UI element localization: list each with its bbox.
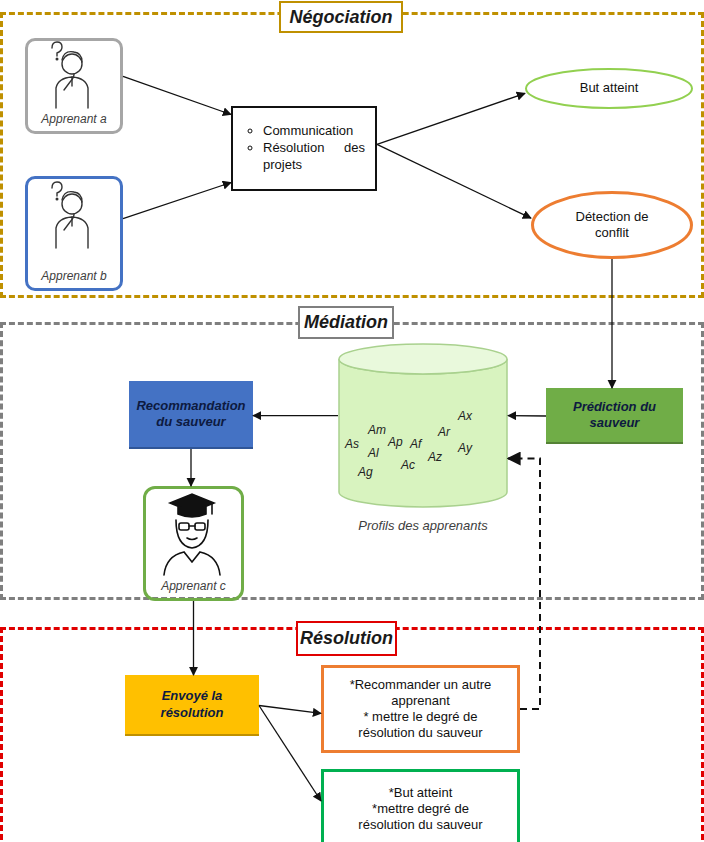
text-area: But atteint — [525, 68, 693, 109]
node-text: Ac — [401, 458, 415, 472]
node-text: As — [345, 437, 359, 451]
bullet-list: CommunicationRésolution des projets — [233, 123, 375, 174]
node-text: But atteint — [580, 80, 639, 96]
text-area: Apprenant b — [28, 179, 120, 288]
learner-figure — [52, 42, 88, 108]
connector-arrow — [190, 449, 191, 486]
connector-arrow — [377, 144, 531, 218]
text-area: Apprenant a — [28, 41, 120, 131]
bullet-item: Résolution des projets — [263, 140, 365, 174]
learner-figure — [52, 182, 88, 248]
node-text: Ar — [438, 425, 450, 439]
node-text: Détection de conflit — [562, 209, 662, 242]
process-box: Envoyé la résolution — [125, 675, 259, 736]
text-area: Prédiction du sauveur — [546, 388, 683, 442]
learner-box: Apprenant a — [25, 38, 123, 134]
node-text: Envoyé la résolution — [137, 688, 247, 721]
process-box: Prédiction du sauveur — [546, 388, 683, 444]
phase-title: Résolution — [296, 621, 397, 656]
node-text: Prédiction du sauveur — [555, 399, 675, 432]
phase-band: MédiationRecommandation du sauveurAxAmAr… — [0, 322, 704, 600]
database-cylinder: AxAmArAsApAfAyAlAzAcAgProfils des appren… — [338, 343, 508, 508]
learner-box: Apprenant b — [25, 176, 123, 291]
phase-band: NégociationApprenant aApprenant bCommuni… — [0, 12, 704, 298]
text-area: *But atteint*mettre degré de résolution … — [324, 772, 517, 842]
text-area: Recommandation du sauveur — [129, 381, 253, 447]
node-text: Ay — [458, 441, 472, 455]
text-area: Détection de conflit — [531, 191, 693, 259]
learner-box: Apprenant c — [143, 486, 244, 601]
node-text: Apprenant a — [41, 112, 106, 127]
process-box: CommunicationRésolution des projets — [231, 106, 377, 191]
store-caption: Profils des apprenants — [318, 518, 528, 533]
connector-arrow — [508, 415, 546, 417]
node-text: Apprenant c — [161, 579, 226, 594]
node-text: *Recommander un autre apprenant — [335, 677, 507, 710]
connector-arrow — [253, 415, 338, 416]
node-text: Recommandation du sauveur — [132, 398, 250, 431]
node-text: Al — [368, 446, 379, 460]
node-text: Ag — [358, 465, 373, 479]
cylinder-shape — [338, 343, 508, 508]
node-text: * mettre le degré de résolution du sauve… — [335, 709, 507, 742]
connector-arrow — [259, 706, 321, 714]
node-text: Communication — [263, 123, 353, 138]
phase-title: Négociation — [279, 1, 403, 33]
node-text: *But atteint — [389, 785, 453, 801]
text-area: Apprenant c — [146, 489, 241, 598]
node-text: Ap — [388, 435, 403, 449]
node-text: Résolution des projets — [263, 140, 365, 172]
node-text: Apprenant b — [41, 269, 106, 284]
connector-arrow — [123, 183, 231, 219]
node-text: Am — [368, 423, 386, 437]
node-text: Ax — [458, 409, 472, 423]
node-text: Af — [410, 437, 421, 451]
outcome-box: *Recommander un autre apprenant* mettre … — [321, 665, 520, 753]
connector-arrow — [259, 706, 321, 802]
graduate-figure — [164, 494, 220, 575]
text-area: Envoyé la résolution — [125, 675, 259, 734]
phase-title: Médiation — [298, 306, 394, 339]
node-text: *mettre degré de résolution du sauveur — [346, 801, 496, 834]
conflict-ellipse: Détection de conflit — [531, 191, 693, 259]
bullet-item: Communication — [263, 123, 365, 140]
goal-ellipse: But atteint — [525, 68, 693, 109]
node-text: Az — [428, 450, 442, 464]
connector-arrow — [123, 76, 231, 114]
connector-arrow — [193, 601, 194, 675]
outcome-box: *But atteint*mettre degré de résolution … — [321, 769, 520, 842]
phase-band: RésolutionEnvoyé la résolution*Recommand… — [0, 627, 704, 842]
text-area: CommunicationRésolution des projets — [233, 108, 375, 189]
process-box: Recommandation du sauveur — [129, 381, 253, 449]
text-area: *Recommander un autre apprenant* mettre … — [324, 668, 517, 750]
connector-arrow — [377, 93, 525, 144]
